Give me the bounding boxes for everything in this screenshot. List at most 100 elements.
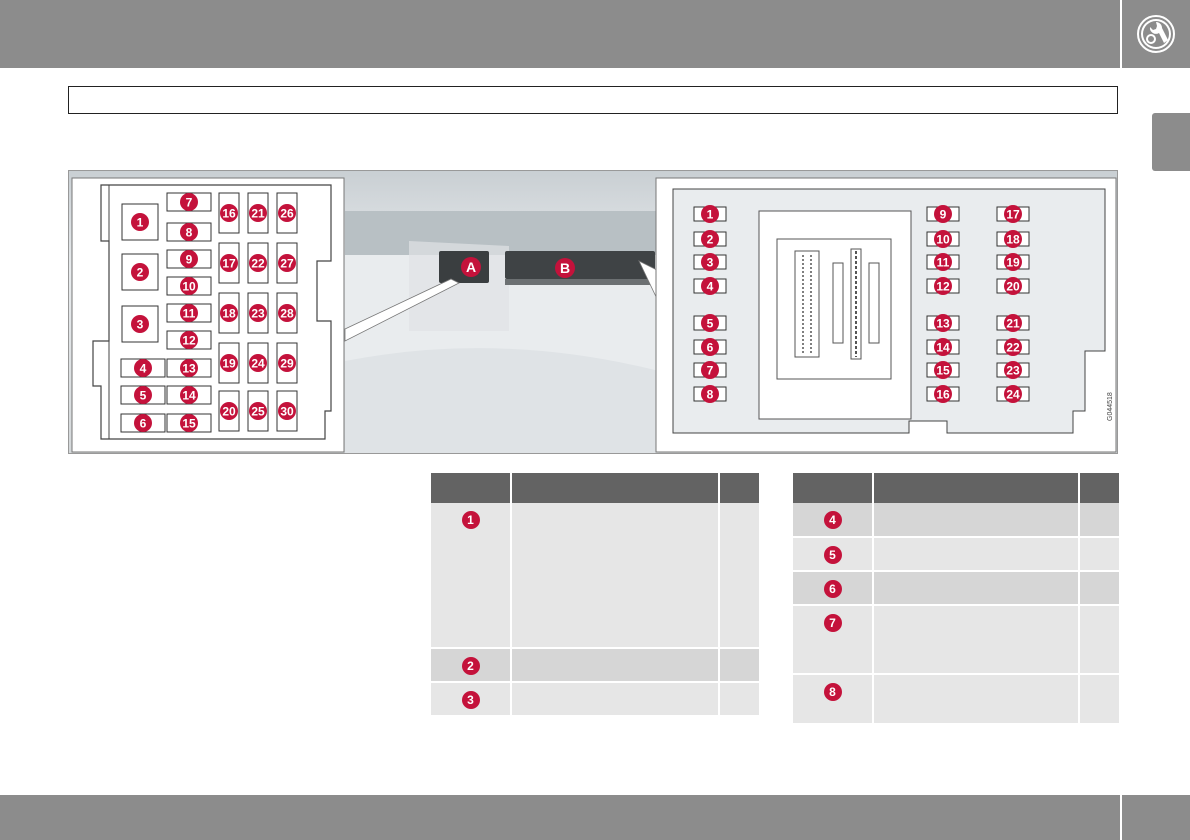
fuse-marker: 16 xyxy=(218,192,240,234)
fuse-number-label: 3 xyxy=(137,318,144,332)
fuse-number-label: 6 xyxy=(707,341,714,355)
fuse-function xyxy=(511,682,720,717)
fuse-number-badge xyxy=(934,253,952,271)
fuse-marker: 2 xyxy=(693,230,727,248)
fuse-marker: 12 xyxy=(926,277,960,295)
fuse-number-badge xyxy=(278,204,296,222)
fuse-number-label: 17 xyxy=(222,257,236,271)
fuse-marker: 10 xyxy=(926,230,960,248)
fuse-number-badge xyxy=(1004,253,1022,271)
fuse-marker: 19 xyxy=(996,253,1030,271)
fuse-marker: 7 xyxy=(693,361,727,379)
fuse-marker: 20 xyxy=(996,277,1030,295)
fuse-number-badge xyxy=(278,254,296,272)
callout-b-label: B xyxy=(560,260,570,276)
fuse-number-label: 22 xyxy=(1006,341,1020,355)
fuse-number-label: 4 xyxy=(140,362,147,376)
fuse-marker: 18 xyxy=(218,292,240,334)
fuse-marker: 30 xyxy=(276,390,298,432)
table-header-cell xyxy=(1079,473,1119,503)
fuse-number-badge xyxy=(701,361,719,379)
fuse-number-badge xyxy=(220,354,238,372)
fuse-number-badge xyxy=(180,277,198,295)
fuse-marker: 22 xyxy=(996,338,1030,356)
table-row: 3 xyxy=(431,682,759,717)
fuse-marker: 15 xyxy=(926,361,960,379)
fuse-amperage xyxy=(719,648,759,683)
fuse-number-label: 24 xyxy=(251,357,265,371)
fuse-number-label: 25 xyxy=(251,405,265,419)
fuse-number-label: 15 xyxy=(936,364,950,378)
fuse-number-label: 22 xyxy=(251,257,265,271)
fuse-number-badge xyxy=(701,253,719,271)
table-row: 1 xyxy=(431,503,759,649)
fuse-number-badge xyxy=(131,315,149,333)
fuse-number-label: 7 xyxy=(186,196,193,210)
fuse-number-badge xyxy=(180,359,198,377)
fuse-number-label: 20 xyxy=(1006,280,1020,294)
fuse-number-label: 26 xyxy=(280,207,294,221)
section-tab[interactable] xyxy=(1152,113,1190,171)
fuse-number-badge xyxy=(701,314,719,332)
fuse-number-badge xyxy=(934,205,952,223)
fuse-number-label: 29 xyxy=(280,357,294,371)
callout-a xyxy=(461,257,481,277)
fuse-number-label: 8 xyxy=(707,388,714,402)
fuse-table-left: 1 2 3 xyxy=(431,473,759,717)
fuse-number-badge xyxy=(249,402,267,420)
fuse-marker: 3 xyxy=(131,315,149,333)
callout-a-label: A xyxy=(466,259,476,275)
fuse-number-badge: 4 xyxy=(823,511,842,529)
fuse-marker: 20 xyxy=(218,390,240,432)
fuse-function xyxy=(873,503,1080,538)
fuse-number-badge xyxy=(180,304,198,322)
fuse-marker: 5 xyxy=(693,314,727,332)
fuse-number-label: 19 xyxy=(222,357,236,371)
fuse-marker: 1 xyxy=(693,205,727,223)
fuse-function xyxy=(511,503,720,649)
fuse-number-label: 23 xyxy=(1006,364,1020,378)
fuse-amperage xyxy=(1079,537,1119,572)
fuse-number-label: 12 xyxy=(936,280,950,294)
table-header-cell xyxy=(793,473,874,503)
fuse-amperage xyxy=(1079,605,1119,675)
fuse-number-badge xyxy=(249,354,267,372)
fuse-number-label: 3 xyxy=(707,256,714,270)
top-bar xyxy=(0,0,1120,68)
fuse-marker: 19 xyxy=(218,342,240,384)
fuse-marker: 6 xyxy=(693,338,727,356)
fuse-marker: 17 xyxy=(218,242,240,284)
fuse-number-label: 30 xyxy=(280,405,294,419)
fuse-marker: 11 xyxy=(926,253,960,271)
fuse-marker: 17 xyxy=(996,205,1030,223)
fuse-number-label: 21 xyxy=(251,207,265,221)
fuse-number-badge xyxy=(701,205,719,223)
fuse-function xyxy=(873,605,1080,675)
fuse-number-label: 11 xyxy=(937,256,950,270)
table-header-cell xyxy=(431,473,512,503)
fuse-marker: 18 xyxy=(996,230,1030,248)
fuse-number-badge xyxy=(278,402,296,420)
fuse-number-badge xyxy=(180,223,198,241)
fuse-function xyxy=(873,537,1080,572)
callout-b xyxy=(555,258,575,278)
fuse-marker: 25 xyxy=(247,390,269,432)
fuse-marker: 24 xyxy=(247,342,269,384)
fuse-number-badge xyxy=(701,338,719,356)
fuse-marker: 6 xyxy=(120,413,166,433)
fuse-number-badge xyxy=(934,277,952,295)
wrench-gear-icon[interactable] xyxy=(1136,14,1176,54)
fuse-marker: 26 xyxy=(276,192,298,234)
table-header-cell xyxy=(511,473,720,503)
fuse-number-badge: 8 xyxy=(823,683,842,701)
fuse-number-label: 15 xyxy=(182,417,196,431)
fuse-number-label: 5 xyxy=(140,389,147,403)
fuse-number-badge xyxy=(1004,385,1022,403)
fuse-number-label: 14 xyxy=(182,389,196,403)
fuse-number-badge xyxy=(134,414,152,432)
fuse-number-label: 10 xyxy=(936,233,950,247)
fuse-number-label: 2 xyxy=(707,233,714,247)
